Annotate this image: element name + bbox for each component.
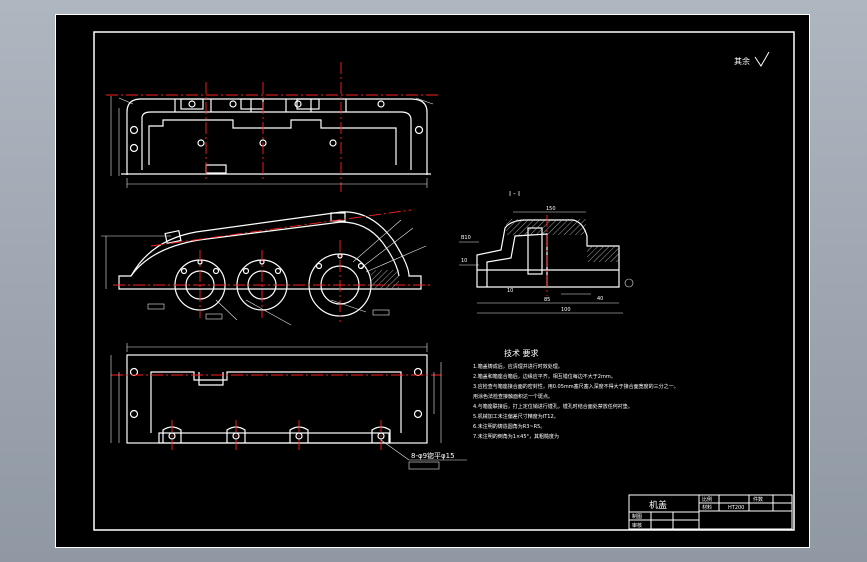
title-block-scale: 比例 [702,496,712,503]
dim-label-85: 85 [544,297,550,303]
dim-label-b10: B10 [461,235,471,241]
title-block-qty: 件数 [753,496,763,503]
title-block-checked: 审核 [632,522,642,529]
bottom-view-dimensions [110,343,467,470]
title-block-drawn: 制图 [632,513,642,520]
top-view-dimensions [110,96,434,188]
tech-req-item-5: 5.机械加工未注偏差尺寸精度为IT12。 [473,413,559,420]
title-block-part-name: 机盖 [649,499,667,511]
front-view-hatch [371,270,399,288]
dim-label-100: 100 [561,307,571,313]
surface-finish-symbol: 其余 [734,51,770,67]
surface-finish-note: 其余 [734,56,750,66]
section-hatch-top [506,219,586,235]
dim-label-40: 40 [597,296,603,302]
title-block[interactable] [628,494,793,530]
tech-req-item-1: 1.箱盖铸成后，应清理并进行时效处理。 [473,363,563,370]
drawing-frame [93,31,795,531]
engineering-drawing: 其余 [93,31,795,531]
tech-req-item-7: 7.未注明的倒角为1×45°，其粗糙度为 [473,433,559,440]
tech-req-title: 技术 要求 [504,348,539,358]
front-view-leaders [101,219,427,326]
cad-viewport[interactable]: 其余 [55,14,810,548]
hole-callout: 8-φ9锪平φ15 [411,451,455,460]
section-dimensions [459,211,634,314]
dim-label-150: 150 [546,206,556,212]
title-block-material: HT200 [728,505,744,511]
front-view-centerlines [113,209,433,322]
section-hatch-right [587,246,619,262]
bottom-view-centerlines [111,374,441,450]
technical-requirements: 技术 要求 1.箱盖铸成后，应清理并进行时效处理。 2.箱盖和箱座合箱后，边缘应… [473,348,679,440]
tech-req-item-3b: 用涂色法检查接触面积达一个斑点。 [473,393,553,400]
top-view [121,98,431,175]
section-label: I - I [509,190,520,198]
tech-req-item-6: 6.未注明的铸造圆角为R3~R5。 [473,423,545,430]
tech-req-item-2: 2.箱盖和箱座合箱后，边缘应平齐，相互错位每边不大于2mm。 [473,373,616,380]
front-view [118,211,422,317]
title-block-material-label: 材料 [702,504,712,511]
dim-label-10b: 10 [507,288,513,294]
dim-label-10a: 10 [461,258,467,264]
top-view-centerlines [106,62,441,192]
tech-req-item-3: 3.应检查与箱座接合面的密封性，用0.05mm塞尺塞入深度不得大于接合面宽度的三… [473,383,679,390]
tech-req-item-4: 4.与箱座联接后，打上定位销进行镗孔，镗孔时结合面处禁放任何衬垫。 [473,403,633,410]
